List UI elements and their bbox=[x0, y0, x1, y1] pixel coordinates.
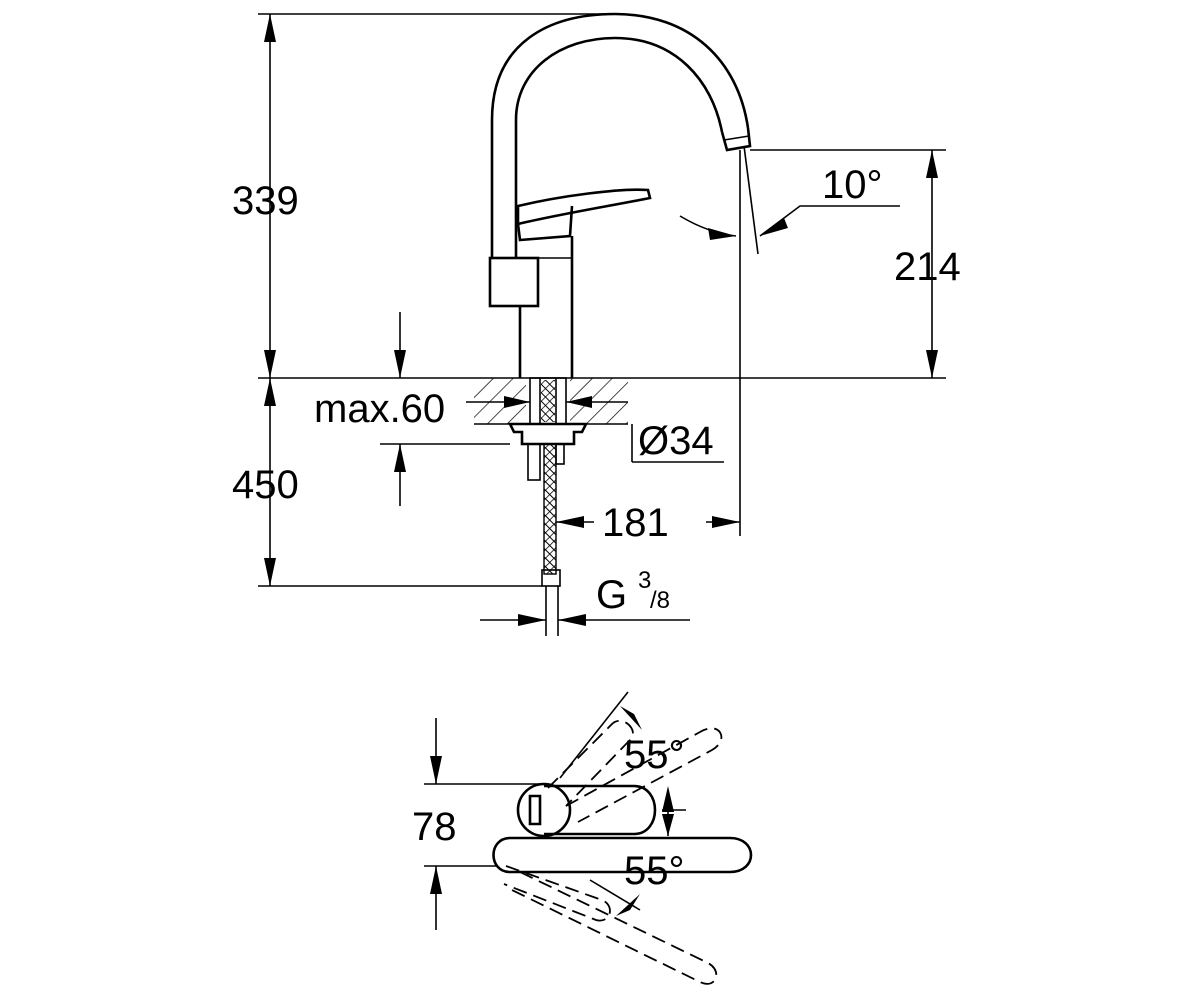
dim-lever-offset bbox=[424, 718, 546, 930]
dim-label-thread-numerator: 3 bbox=[638, 567, 651, 594]
dim-reach bbox=[556, 516, 740, 528]
dim-label-450: 450 bbox=[232, 463, 299, 507]
lever-side bbox=[492, 836, 753, 874]
dim-spout-height bbox=[926, 150, 938, 378]
dim-angle-up bbox=[559, 691, 686, 812]
dim-label-thread-g: G bbox=[596, 573, 627, 617]
countertop-section bbox=[474, 377, 628, 636]
dim-hose-length bbox=[264, 378, 276, 586]
side-view: 339 214 10° max.60 Ø34 bbox=[232, 12, 961, 636]
dim-label-max60: max.60 bbox=[314, 387, 445, 431]
dim-label-10deg: 10° bbox=[822, 163, 883, 207]
dim-label-hole-diameter: Ø34 bbox=[638, 419, 714, 463]
faucet-body bbox=[488, 12, 752, 378]
dim-label-181: 181 bbox=[602, 501, 669, 545]
dim-thread bbox=[480, 614, 690, 626]
dim-label-214: 214 bbox=[894, 245, 961, 289]
extension-lines bbox=[258, 13, 946, 587]
lever-alt-down bbox=[503, 865, 718, 985]
dim-max-deck bbox=[394, 312, 628, 506]
dim-label-thread-denominator: /8 bbox=[650, 587, 670, 614]
dim-label-55-up: 55° bbox=[624, 733, 685, 777]
dim-label-55-down: 55° bbox=[624, 849, 685, 893]
lever-alt-up bbox=[547, 719, 723, 823]
dim-spout-angle bbox=[679, 205, 900, 240]
dim-label-339: 339 bbox=[232, 179, 299, 223]
dim-angle-down bbox=[589, 812, 674, 916]
top-view: 78 55° 55° bbox=[412, 691, 753, 985]
dim-total-height bbox=[264, 14, 276, 378]
dim-label-78: 78 bbox=[412, 805, 457, 849]
